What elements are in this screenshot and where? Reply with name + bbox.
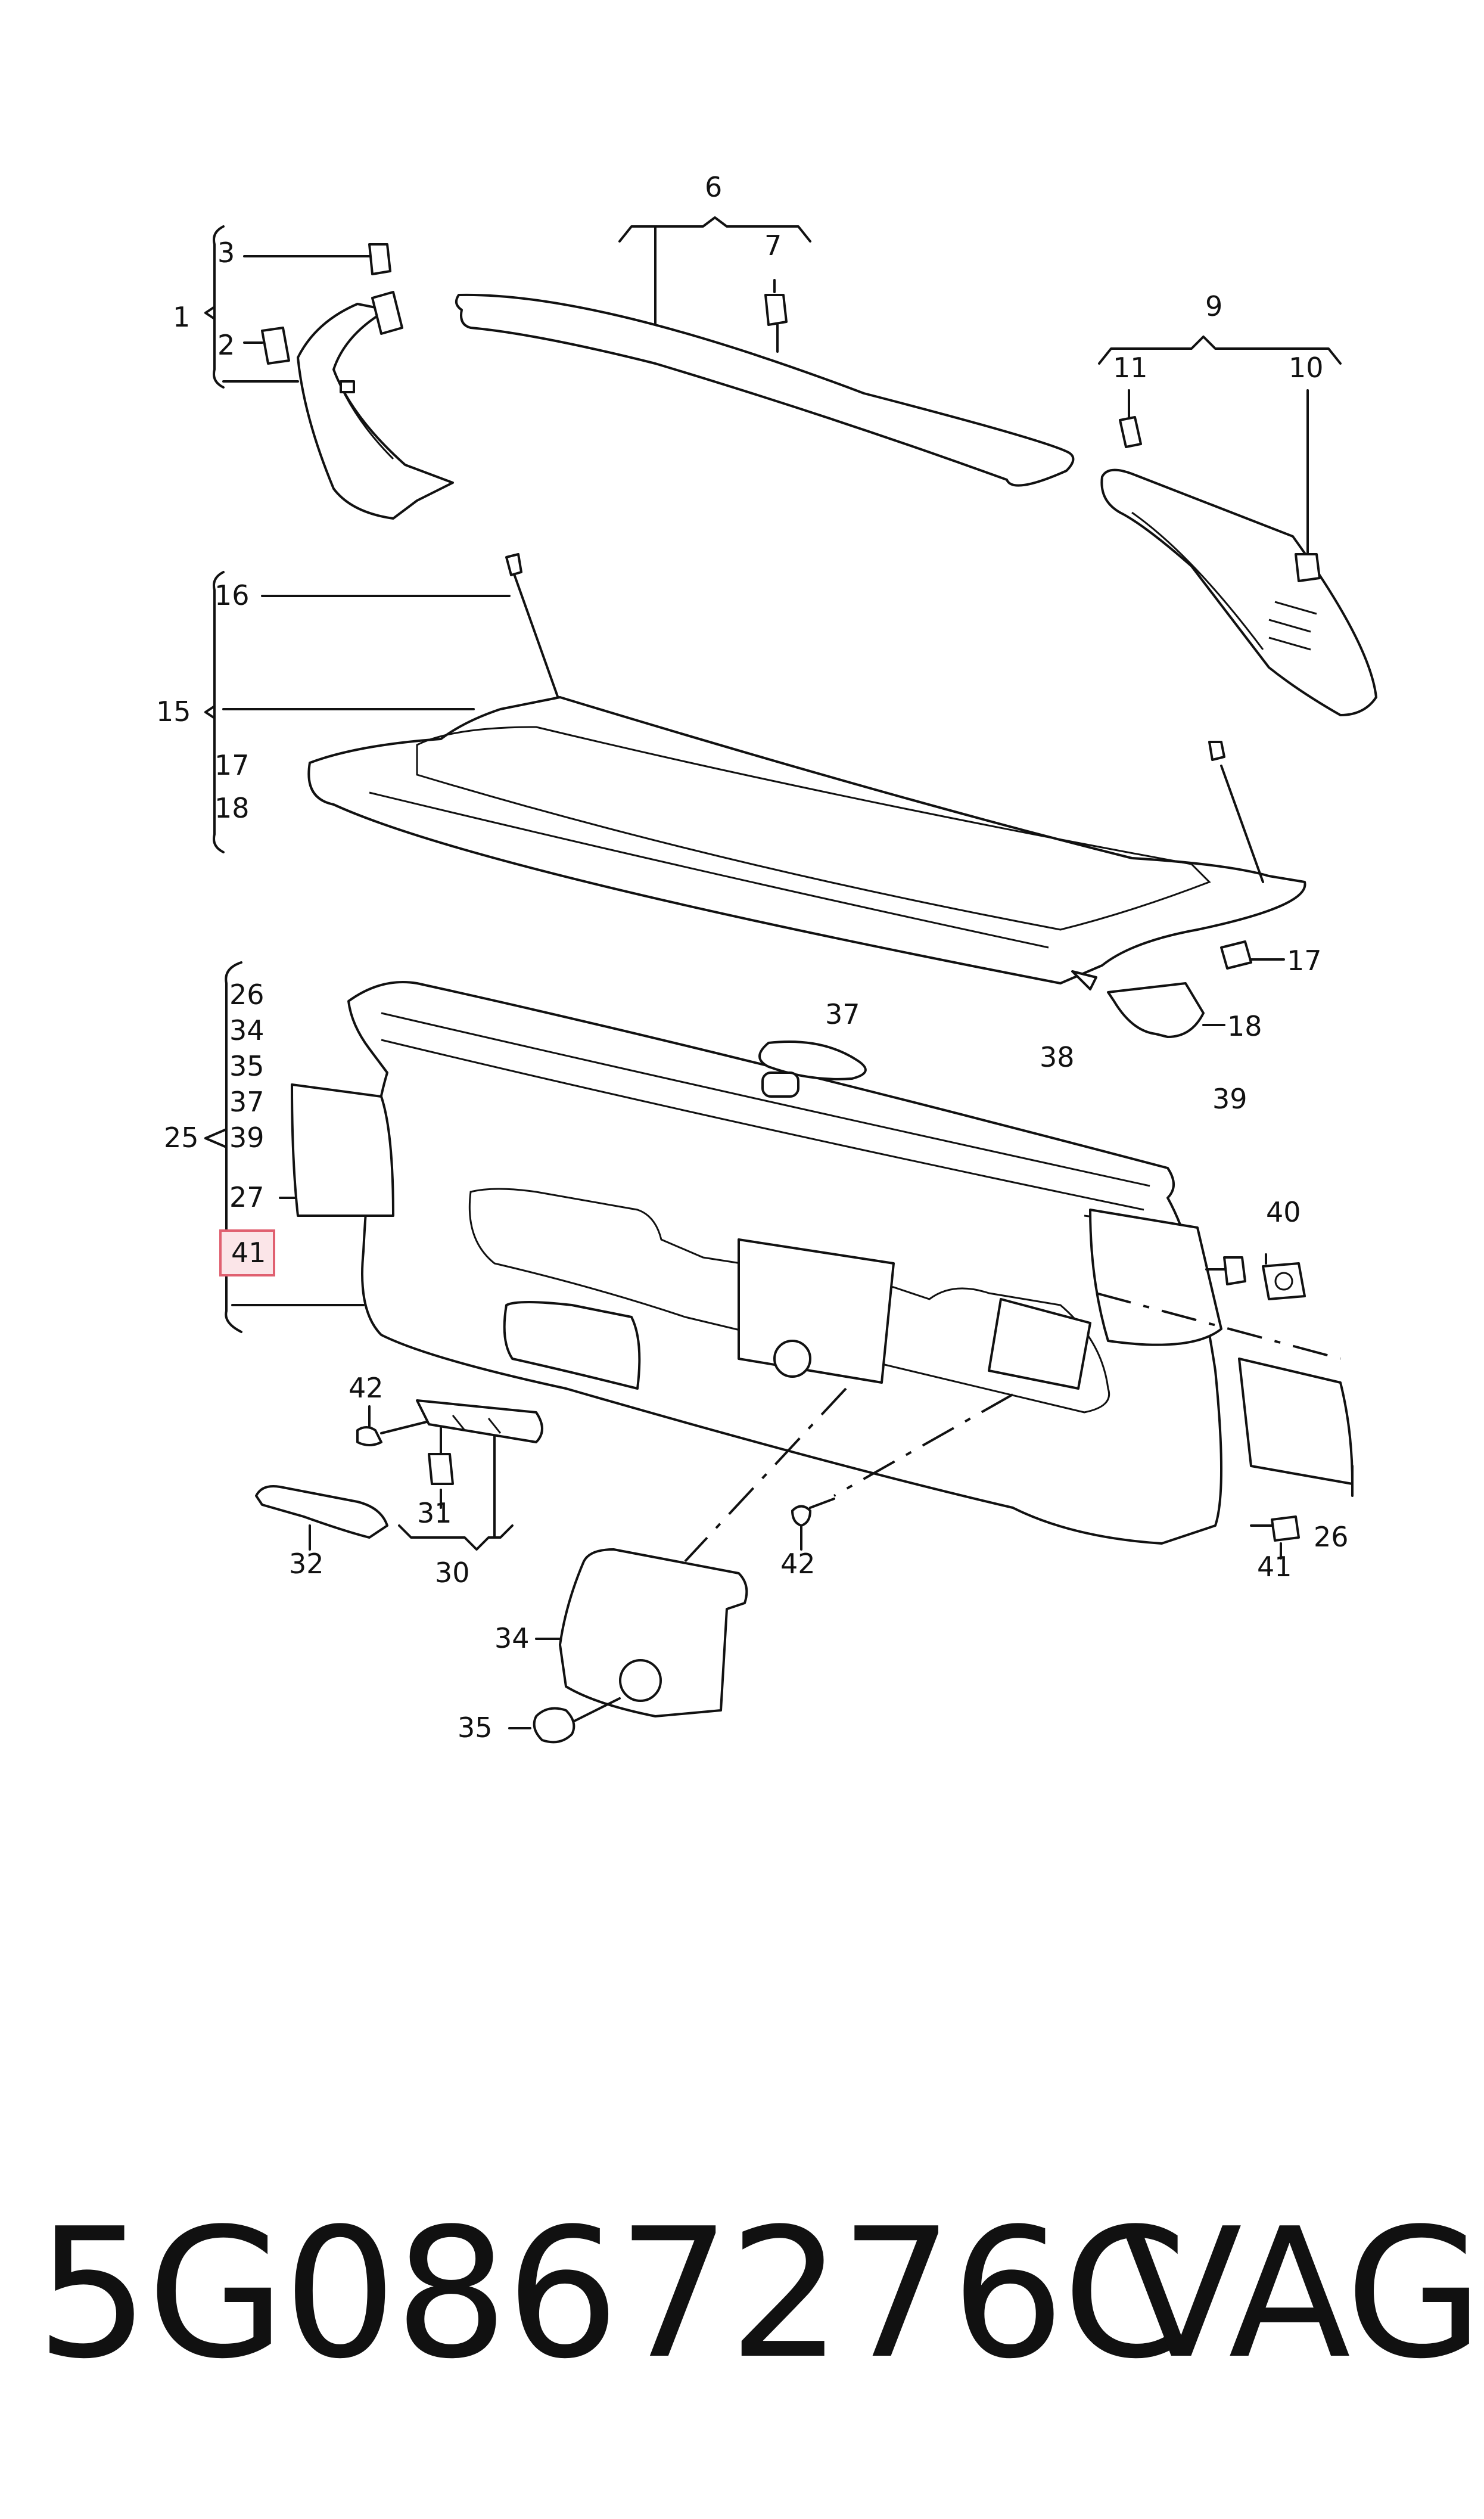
group-9-right-pillar [1098, 336, 1377, 716]
callout-18b: 18 [1227, 1010, 1262, 1042]
group-1-pillar-trim [204, 225, 454, 520]
callout-39a: 39 [229, 1122, 265, 1154]
callout-15: 15 [156, 695, 191, 728]
callout-34a: 34 [229, 1014, 265, 1046]
lower-cover-parts [508, 1498, 835, 1744]
callout-35b: 35 [458, 1712, 493, 1744]
callout-7: 7 [764, 229, 782, 262]
small-parts-left [255, 1399, 543, 1551]
callout-40: 40 [1266, 1196, 1301, 1228]
callout-9: 9 [1205, 290, 1222, 322]
callout-10: 10 [1289, 352, 1324, 384]
callout-25: 25 [164, 1122, 199, 1154]
callout-34b: 34 [494, 1622, 530, 1654]
parts-exploded-diagram: 1 2 3 6 7 9 11 10 16 15 17 18 17 18 26 3… [156, 171, 1377, 1744]
brand-label: VAG [1120, 2190, 1483, 2398]
callout-26b: 26 [1314, 1521, 1349, 1553]
callout-26a: 26 [229, 979, 265, 1011]
callout-labels: 1 2 3 6 7 9 11 10 16 15 17 18 17 18 26 3… [156, 171, 1349, 1744]
callout-2: 2 [217, 329, 235, 361]
callout-35a: 35 [229, 1050, 265, 1082]
group-15-upper-panel [204, 553, 1306, 1038]
callout-41a: 41 [231, 1237, 266, 1269]
part-number: 5G0867276C [36, 2190, 1187, 2398]
callout-17a: 17 [214, 749, 250, 781]
callout-37a: 37 [229, 1086, 265, 1118]
callout-42b: 42 [780, 1548, 816, 1580]
callout-31: 31 [417, 1497, 452, 1529]
callout-3: 3 [217, 237, 235, 269]
callout-32: 32 [289, 1548, 324, 1580]
highlight-box-41 [219, 1229, 275, 1276]
callout-17b: 17 [1287, 945, 1322, 977]
callout-11: 11 [1113, 352, 1148, 384]
group-6-roof-strip [455, 216, 1075, 487]
callout-30: 30 [435, 1557, 470, 1589]
callout-27: 27 [229, 1181, 265, 1213]
callout-6: 6 [705, 171, 722, 203]
callout-16: 16 [214, 579, 250, 611]
callout-41b: 41 [1257, 1551, 1292, 1583]
callout-1: 1 [173, 301, 190, 333]
callout-42a: 42 [349, 1372, 384, 1404]
callout-39b: 39 [1212, 1083, 1247, 1115]
callout-38: 38 [1040, 1041, 1075, 1073]
callout-37b: 37 [825, 998, 860, 1030]
callout-18a: 18 [214, 792, 250, 824]
group-25-lower-panel [204, 961, 1354, 1563]
